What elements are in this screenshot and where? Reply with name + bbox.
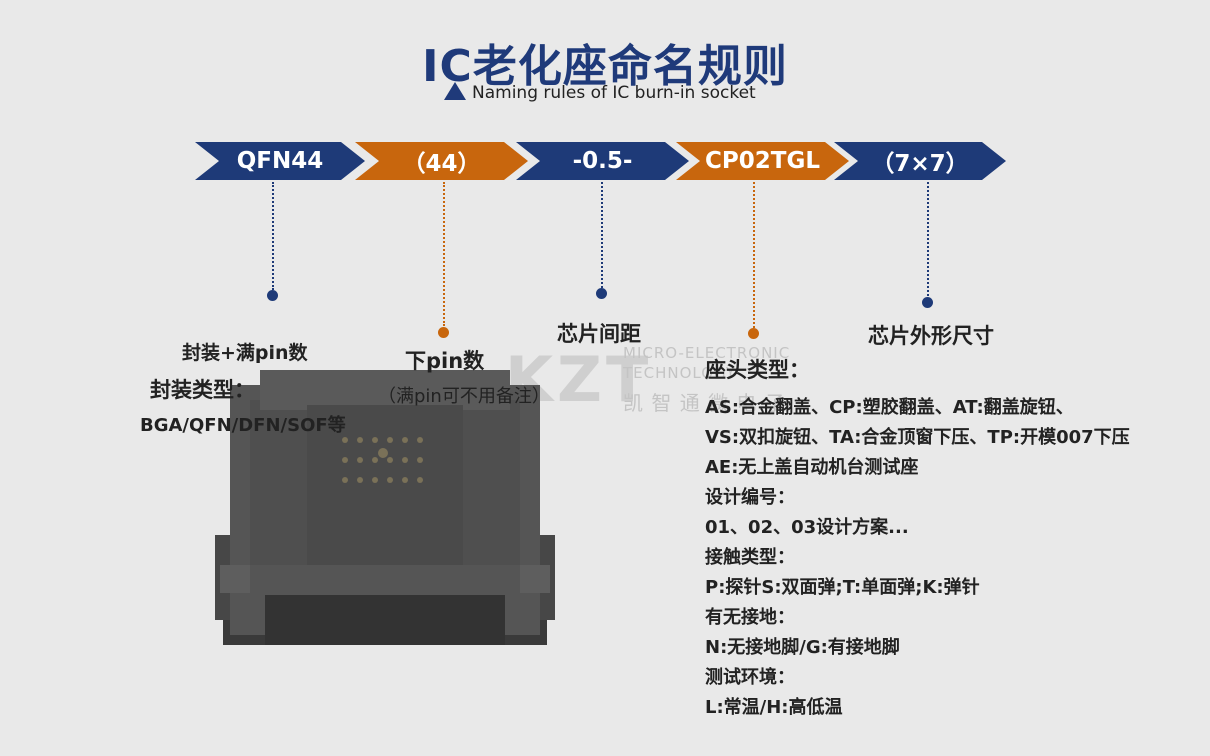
connector-line — [753, 182, 755, 328]
detail-line: 接触类型： — [705, 547, 795, 568]
segment-size-text: （7×7） — [871, 151, 969, 177]
detail-line: P:探针S:双面弹;T:单面弹;K:弹针 — [705, 577, 980, 598]
label-package-type: 封装类型： — [150, 378, 255, 402]
socket-photo — [215, 370, 555, 645]
detail-line: 设计编号： — [705, 487, 795, 508]
segment-size: （7×7） — [834, 142, 1006, 180]
segment-socket-type: CP02TGL — [676, 142, 849, 180]
segment-package-text: QFN44 — [236, 148, 324, 174]
segment-package: QFN44 — [195, 142, 365, 180]
segment-pitch-text: -0.5- — [572, 148, 633, 174]
detail-line: VS:双扣旋钮、TA:合金顶窗下压、TP:开模007下压 — [705, 427, 1130, 448]
connector-dot — [922, 297, 933, 308]
label-lower-pins-note: （满pin可不用备注） — [378, 386, 550, 407]
detail-line: N:无接地脚/G:有接地脚 — [705, 637, 900, 658]
detail-line: AS:合金翻盖、CP:塑胶翻盖、AT:翻盖旋钮、 — [705, 397, 1074, 418]
label-size: 芯片外形尺寸 — [868, 324, 994, 348]
segment-socket-type-text: CP02TGL — [705, 148, 820, 174]
connector-dot — [748, 328, 759, 339]
label-package-pins: 封装+满pin数 — [182, 342, 308, 364]
detail-line: 01、02、03设计方案... — [705, 517, 909, 538]
segment-pin-count-text: （44） — [402, 151, 481, 177]
connector-line — [443, 182, 445, 326]
segment-pin-count: （44） — [355, 142, 528, 180]
connector-dot — [596, 288, 607, 299]
page-title: IC老化座命名规则 — [422, 41, 788, 92]
detail-heading: 座头类型： — [705, 358, 810, 382]
connector-dot — [438, 327, 449, 338]
watermark-line1: MICRO-ELECTRONIC — [623, 344, 791, 362]
detail-line: L:常温/H:高低温 — [705, 697, 843, 718]
watermark-line3: 凯 智 通 微 电 子 — [623, 391, 786, 415]
connector-line — [927, 182, 929, 296]
detail-line: 测试环境： — [705, 667, 795, 688]
connector-dot — [267, 290, 278, 301]
watermark-line2: TECHNOLOGY — [623, 364, 737, 382]
segment-pitch: -0.5- — [516, 142, 689, 180]
detail-line: AE:无上盖自动机台测试座 — [705, 457, 919, 478]
detail-line: 有无接地： — [705, 607, 795, 628]
page-subtitle: Naming rules of IC burn-in socket — [472, 83, 756, 103]
triangle-icon — [444, 82, 466, 100]
connector-line — [272, 182, 274, 290]
label-lower-pins: 下pin数 — [405, 349, 485, 373]
connector-line — [601, 182, 603, 288]
label-pitch: 芯片间距 — [557, 322, 641, 346]
label-package-examples: BGA/QFN/DFN/SOF等 — [140, 415, 346, 436]
